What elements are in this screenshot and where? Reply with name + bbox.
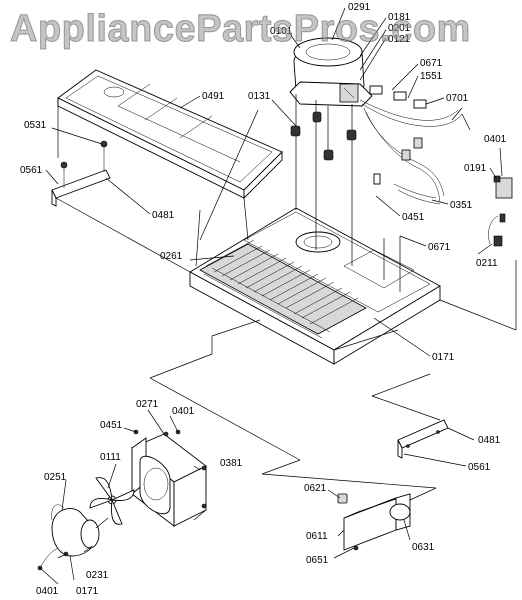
label-0621: 0621 [304,483,327,494]
label-0401-right: 0401 [484,134,507,145]
label-0271: 0271 [136,399,159,410]
base-pan-part[interactable] [189,207,441,365]
label-0481-left: 0481 [152,210,175,221]
label-0401-shroud: 0401 [172,406,195,417]
label-0701: 0701 [446,93,469,104]
grommet-part[interactable] [337,493,348,504]
condenser-coil-part[interactable] [199,239,367,339]
label-0131: 0131 [248,91,271,102]
label-1551: 1551 [420,71,443,82]
left-bracket-part[interactable] [51,140,111,207]
label-0671-top: 0671 [420,58,443,69]
label-0171-bottom: 0171 [76,586,99,597]
label-0111: 0111 [100,452,121,463]
leader-lines [39,7,517,585]
label-0231: 0231 [86,570,109,581]
label-0631: 0631 [412,542,435,553]
label-0201: 0201 [388,23,411,34]
label-0451-shroud: 0451 [100,420,123,431]
fan-blade-part[interactable] [89,477,135,525]
compressor-part[interactable] [289,37,373,161]
fan-motor-part[interactable] [37,504,109,571]
label-0191: 0191 [464,163,487,174]
label-0611: 0611 [306,531,328,542]
label-0101: 0101 [270,26,293,37]
label-0561-right: 0561 [468,462,491,473]
label-0491: 0491 [202,91,225,102]
wire-harness-part[interactable] [359,85,463,205]
label-0291: 0291 [348,2,371,13]
right-bracket-part[interactable] [397,419,449,459]
label-0651: 0651 [306,555,329,566]
label-0171-mid: 0171 [432,352,455,363]
label-0381: 0381 [220,458,243,469]
fan-shroud-part[interactable] [131,431,207,527]
part-labels: 0291 0101 0181 0201 0121 0671 1551 0701 … [20,2,507,597]
label-0251: 0251 [44,472,67,483]
label-0481-right: 0481 [478,435,501,446]
label-0261: 0261 [160,251,183,262]
label-0401-bottom: 0401 [36,586,59,597]
label-0181: 0181 [388,12,411,23]
fan-bracket-part[interactable] [343,493,411,551]
label-0561-left: 0561 [20,165,43,176]
label-0671-mid: 0671 [428,242,451,253]
label-0531: 0531 [24,120,47,131]
label-0451-top: 0451 [402,212,425,223]
label-0351: 0351 [450,200,473,211]
relay-part[interactable] [493,175,513,199]
clip-part[interactable] [488,213,506,247]
label-0121: 0121 [388,34,411,45]
label-0211: 0211 [476,258,498,269]
